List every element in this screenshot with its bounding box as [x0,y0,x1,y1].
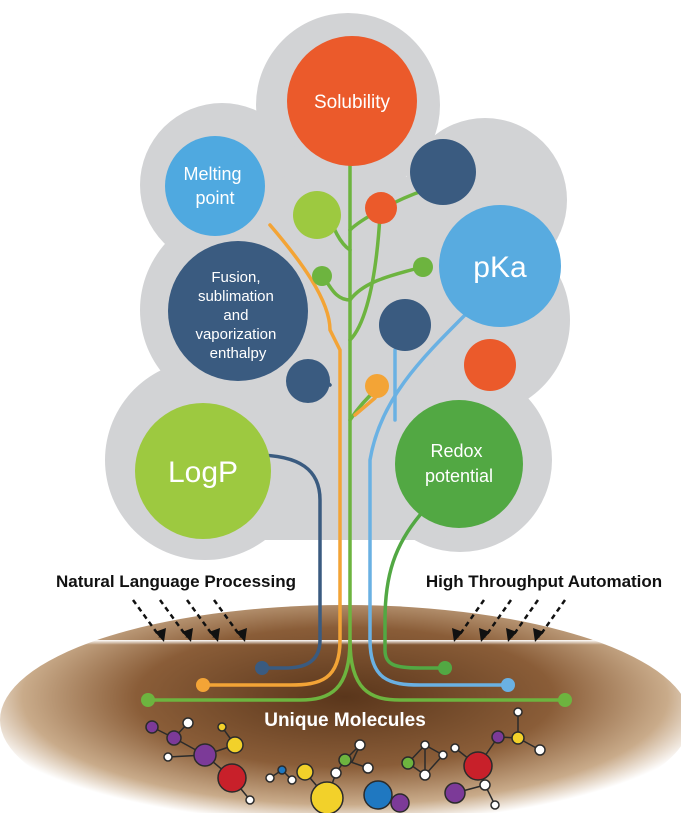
arrow-left [131,599,162,638]
root-end [438,661,452,675]
orange-twig [353,396,377,417]
molecule [265,765,297,785]
leaf-circle [410,139,476,205]
root-end [141,693,155,707]
logp-bubble [135,403,271,539]
enthalpy-label: Fusion, sublimation and vaporization ent… [195,269,280,362]
enthalpy-bubble [168,241,308,381]
leaf-circle [365,192,397,224]
leaf-circle [286,359,330,403]
arrow-left [185,599,216,638]
arrow-left [212,599,243,638]
arrowhead [533,628,544,642]
branches [146,148,567,702]
enthalpy-line: and [223,307,248,324]
root-end [558,693,572,707]
redox-line: Redox [430,441,482,461]
arrowhead [209,628,220,642]
logp-line: LogP [168,456,238,489]
solubility-label: Solubility [314,92,391,113]
leaf-circle [312,266,332,286]
molecule [363,780,410,813]
melting-point-bubble [165,136,265,236]
arrow-right [537,599,567,638]
property-bubbles: Solubility Melting point Fusion, sublima… [135,36,561,539]
leaf-circle [379,299,431,351]
lightblue-branch [368,313,510,687]
enthalpy-line: sublimation [198,288,274,305]
pka-bubble [439,205,561,327]
melting-point-label: Melting point [183,164,246,208]
melting-point-line: Melting [183,164,241,184]
input-arrows [131,599,567,638]
branch [348,266,420,302]
molecule [401,740,448,781]
redox-root [383,513,447,670]
melting-point-line: point [195,188,234,208]
pka-label: pKa [473,251,527,284]
nlp-label: Natural Language Processing [56,572,296,591]
small-leaves [286,139,516,403]
root-end [501,678,515,692]
darkblue-branch [253,453,322,670]
leaf-circle [413,257,433,277]
solubility-line: Solubility [314,92,391,113]
pka-line: pKa [473,251,527,284]
leaf-circle [464,339,516,391]
root-ends [141,661,572,707]
arrowhead [155,628,166,642]
hta-label: High Throughput Automation [426,572,662,591]
molecule [296,739,374,813]
leaf-circle [293,191,341,239]
leaf-circle [365,374,389,398]
molecules [145,707,546,813]
redox-line: potential [425,466,493,486]
molecule [145,717,255,805]
green-root-right [348,638,567,702]
arrowheads [155,628,544,642]
arrowhead [479,628,490,642]
enthalpy-line: Fusion, [211,269,260,286]
redox-label: Redox potential [425,441,493,486]
root-end [196,678,210,692]
redox-bubble [395,400,523,528]
orange-branch [201,223,342,687]
arrow-right [510,599,540,638]
arrowhead [506,628,517,642]
arrowhead [236,628,247,642]
molecule [444,707,546,810]
arrow-right [483,599,513,638]
arrow-left [158,599,189,638]
logp-label: LogP [168,456,238,489]
solubility-bubble [287,36,417,166]
enthalpy-line: vaporization [195,326,276,343]
unique-molecules-label: Unique Molecules [264,710,426,731]
enthalpy-line: enthalpy [210,345,267,362]
root-end [255,661,269,675]
arrowhead [182,628,193,642]
arrow-right [456,599,486,638]
arrowhead [452,628,463,642]
branch [348,213,382,342]
